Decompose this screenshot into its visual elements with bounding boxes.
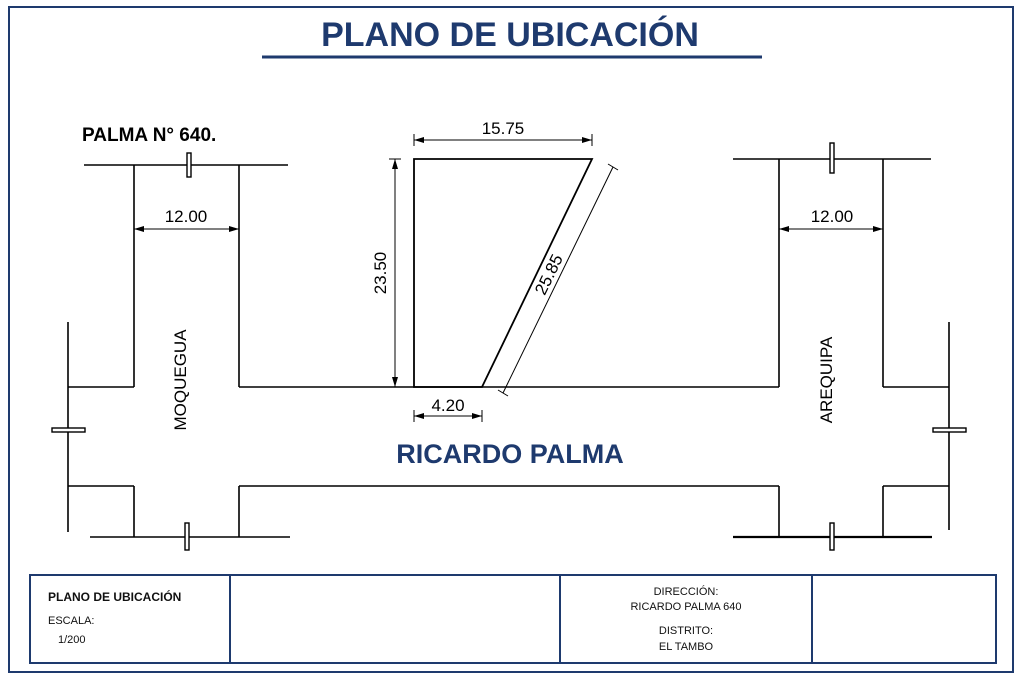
- dim-front-bottom: 4.20: [431, 396, 464, 415]
- street-right-name: AREQUIPA: [817, 336, 836, 423]
- sheet-border: [8, 6, 1014, 673]
- title-block-blank-cell: [231, 576, 561, 662]
- lot-outline: [413, 158, 594, 388]
- dimension-lines: [134, 134, 883, 422]
- dim-street-right-width: 12.00: [811, 207, 854, 226]
- street-main-name: RICARDO PALMA: [396, 439, 623, 469]
- tb-scale-value: 1/200: [58, 634, 86, 646]
- title-block: PLANO DE UBICACIÓN ESCALA: 1/200 DIRECCI…: [29, 574, 997, 664]
- page-title: PLANO DE UBICACIÓN: [321, 16, 699, 54]
- tb-plan-title: PLANO DE UBICACIÓN: [48, 590, 182, 604]
- tb-district-label: DISTRITO:: [658, 625, 714, 637]
- title-block-address-cell: DIRECCIÓN: RICARDO PALMA 640 DISTRITO: E…: [561, 576, 813, 662]
- title-block-plan-cell: PLANO DE UBICACIÓN ESCALA: 1/200: [31, 576, 231, 662]
- lot-number-label: PALMA N° 640.: [82, 125, 216, 146]
- dim-left-side: 23.50: [371, 252, 390, 295]
- section-markers: [51, 142, 967, 551]
- tb-scale-label: ESCALA:: [48, 615, 95, 627]
- dim-front-top: 15.75: [482, 119, 525, 138]
- title-block-empty-cell: [813, 576, 995, 662]
- tb-address-label: DIRECCIÓN:: [653, 586, 719, 598]
- dimension-arrows: [134, 137, 883, 419]
- street-lines: [67, 158, 950, 539]
- dim-street-left-width: 12.00: [165, 207, 208, 226]
- tb-address-value: RICARDO PALMA 640: [630, 601, 742, 613]
- tb-district-value: EL TAMBO: [658, 641, 714, 653]
- street-left-name: MOQUEGUA: [171, 329, 190, 431]
